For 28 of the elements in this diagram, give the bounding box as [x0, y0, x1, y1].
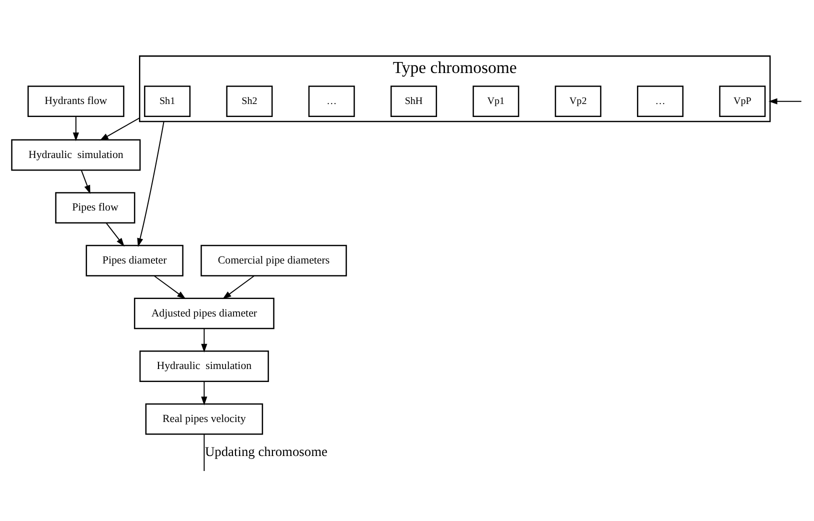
arrow [137, 121, 164, 247]
node-box: Hydraulic simulation [139, 350, 269, 382]
arrow [106, 222, 124, 247]
node-box: Adjusted pipes diameter [134, 298, 274, 330]
node-box: ShH [390, 86, 438, 118]
connector [204, 434, 205, 471]
node-box: Comercial pipe diameters [200, 244, 347, 276]
arrow [222, 276, 254, 300]
arrow [72, 116, 79, 142]
node-box: Vp2 [554, 86, 602, 118]
node-box: … [636, 86, 684, 118]
node-box: Sh2 [226, 86, 273, 118]
node-box: Hydraulic simulation [11, 139, 141, 171]
node-box: VpP [719, 86, 766, 118]
node-box: Real pipes velocity [145, 403, 264, 435]
arrow [100, 117, 140, 141]
edge-label: Updating chromosome [204, 444, 328, 459]
node-box: Pipes flow [55, 192, 136, 224]
arrow [768, 98, 802, 104]
node-box: Sh1 [144, 86, 191, 118]
arrow [154, 276, 186, 300]
arrow [80, 170, 90, 194]
node-box: Hydrants flow [28, 86, 124, 118]
node-box: … [308, 86, 355, 118]
arrow [201, 382, 208, 406]
arrow [201, 328, 208, 353]
node-box: Vp1 [472, 86, 520, 118]
node-box: Pipes diameter [86, 244, 184, 276]
